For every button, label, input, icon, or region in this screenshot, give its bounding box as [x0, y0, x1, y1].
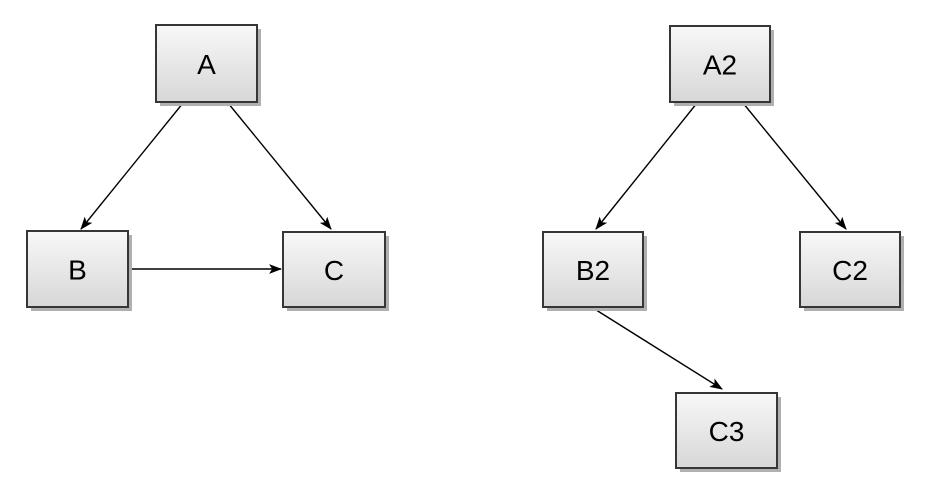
edge-A-B [80, 102, 184, 230]
node-body [155, 24, 258, 103]
node-body [675, 392, 778, 469]
node-C: C [282, 231, 389, 311]
node-label: C [324, 255, 344, 286]
edge-A-C [227, 102, 332, 230]
node-B2: B2 [542, 231, 647, 311]
edges-layer [80, 102, 847, 390]
edge-B2-C3 [592, 307, 723, 390]
node-body [282, 231, 386, 308]
node-label: B2 [576, 255, 610, 286]
node-C2: C2 [799, 231, 904, 311]
edge-A2-C2 [742, 102, 847, 230]
node-C3: C3 [675, 392, 781, 472]
node-label: C3 [709, 416, 745, 447]
node-label: C2 [832, 255, 868, 286]
node-A: A [155, 24, 261, 106]
edge-A2-B2 [595, 102, 698, 230]
node-label: A2 [703, 50, 737, 81]
node-label: B [68, 255, 87, 286]
node-label: A [197, 49, 216, 80]
node-A2: A2 [669, 25, 774, 106]
node-body [799, 231, 901, 308]
node-body [542, 231, 644, 308]
node-body [26, 230, 129, 308]
node-body [669, 25, 771, 103]
node-B: B [26, 230, 132, 311]
